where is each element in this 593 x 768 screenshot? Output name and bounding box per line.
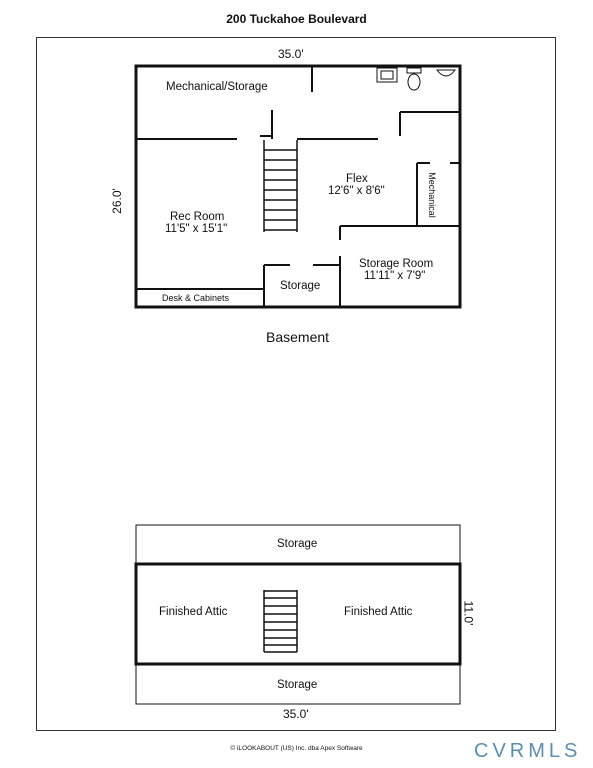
copyright-text: © iLOOKABOUT (US) Inc. dba Apex Software <box>230 745 363 752</box>
attic-outer-walls <box>134 562 462 666</box>
cvrmls-logo: CVRMLS <box>474 740 582 762</box>
toilet-tank-icon <box>406 67 422 74</box>
storage-room-size: 11'11" x 7'9" <box>364 270 426 282</box>
flex-room-name: Flex <box>346 173 368 185</box>
attic-storage-bottom-label: Storage <box>277 679 318 691</box>
flex-room-size: 12'6" x 8'6" <box>328 185 385 197</box>
drawing-frame <box>36 37 556 731</box>
basement-level-label: Basement <box>266 329 330 345</box>
page-title: 200 Tuckahoe Boulevard <box>226 12 367 26</box>
basin-icon <box>435 69 457 77</box>
desk-cabinets-label: Desk & Cabinets <box>162 293 230 303</box>
attic-storage-top-label: Storage <box>277 538 318 550</box>
rec-room-name: Rec Room <box>170 211 225 223</box>
bathroom-fixtures <box>376 67 457 91</box>
mechanical-closet-label: Mechanical <box>426 172 437 218</box>
toilet-icon <box>407 73 421 91</box>
basement-stairs <box>263 140 298 232</box>
attic-stairs <box>263 590 298 653</box>
basement-depth-dimension: 26.0' <box>109 188 124 214</box>
finished-attic-left-label: Finished Attic <box>159 606 228 618</box>
basement-interior-walls <box>136 66 460 307</box>
sink-icon <box>376 67 398 83</box>
attic-width-dimension: 35.0' <box>283 707 309 721</box>
storage-room-name: Storage Room <box>359 258 434 270</box>
attic-depth-dimension: 11.0' <box>461 600 476 626</box>
basement-width-dimension: 35.0' <box>278 47 304 61</box>
storage-closet-label: Storage <box>280 280 321 292</box>
basement-outer-walls <box>134 64 462 309</box>
mechanical-storage-label: Mechanical/Storage <box>166 81 268 93</box>
finished-attic-right-label: Finished Attic <box>344 606 413 618</box>
rec-room-size: 11'5" x 15'1" <box>165 223 228 235</box>
